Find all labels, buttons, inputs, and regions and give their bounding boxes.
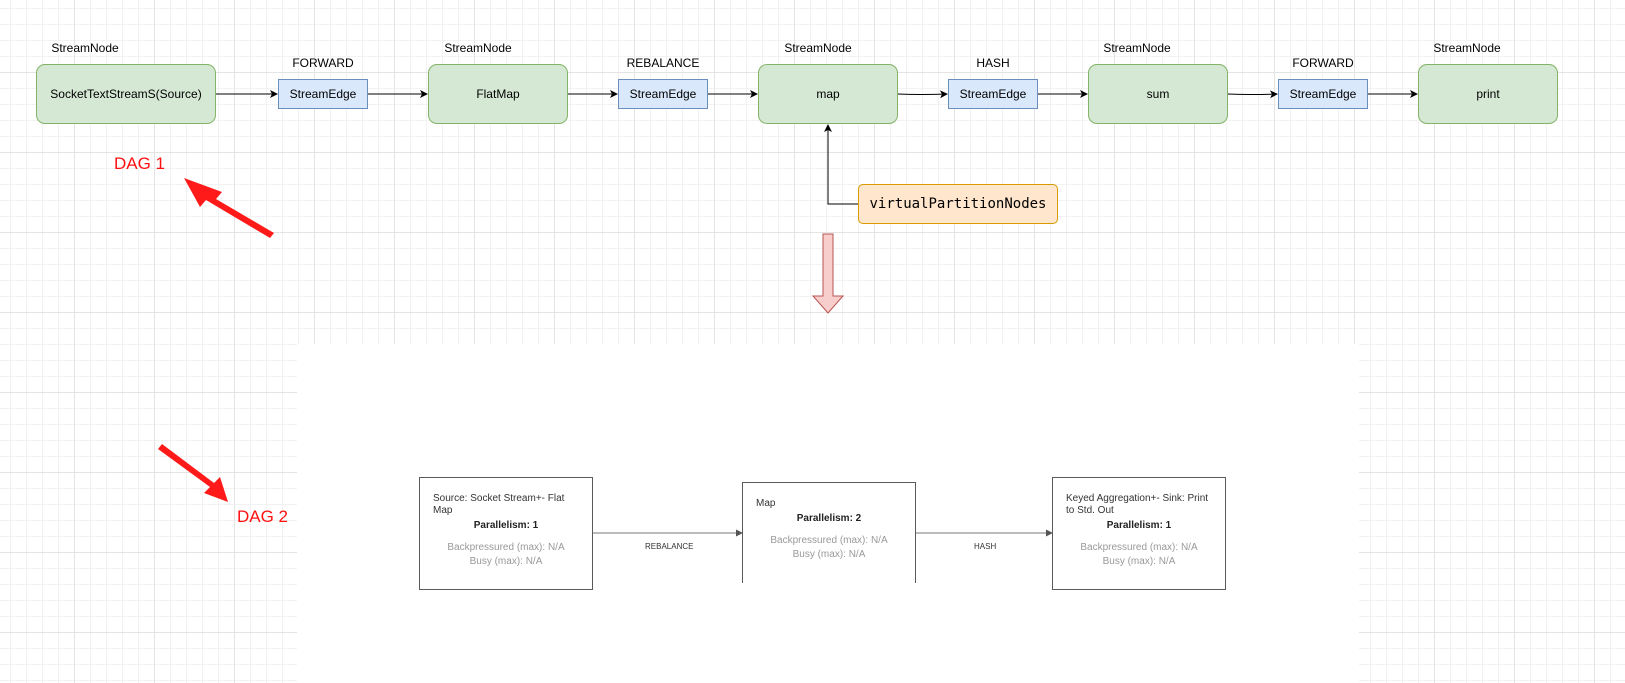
job-vertex-busy: Busy (max): N/A <box>469 556 543 567</box>
node-type-label: StreamNode <box>444 41 512 55</box>
red-pointer-arrow-icon <box>184 178 274 238</box>
stream-node-source[interactable]: SocketTextStreamS(Source) <box>36 64 216 124</box>
connector-arrow <box>824 124 858 205</box>
job-vertex-title: Source: Socket Stream+- Flat Map <box>433 493 565 516</box>
down-arrow-icon <box>811 233 845 314</box>
stream-edge-forward[interactable]: StreamEdge <box>278 79 368 109</box>
stream-node-sum[interactable]: sum <box>1088 64 1228 124</box>
red-pointer-arrow-icon <box>158 444 228 502</box>
job-connection-label: REBALANCE <box>645 542 694 551</box>
node-type-label: StreamNode <box>1103 41 1171 55</box>
node-type-label: StreamNode <box>784 41 852 55</box>
job-vertex-backpressured: Backpressured (max): N/A <box>770 535 888 546</box>
connector-arrow <box>897 90 948 99</box>
stream-node-print[interactable]: print <box>1418 64 1558 124</box>
job-vertex-parallelism: Parallelism: 2 <box>796 513 862 524</box>
job-vertex-backpressured: Backpressured (max): N/A <box>1080 542 1198 553</box>
edge-partitioner-label: REBALANCE <box>626 56 700 70</box>
job-vertex-parallelism: Parallelism: 1 <box>473 520 539 531</box>
job-vertex-title: Map <box>756 498 776 509</box>
virtual-partition-nodes-box[interactable]: virtualPartitionNodes <box>858 184 1058 224</box>
job-vertex-keyed-aggregation-sink[interactable]: Keyed Aggregation+- Sink: Print to Std. … <box>1052 477 1226 590</box>
node-type-label: StreamNode <box>51 41 119 55</box>
job-vertex-map[interactable]: Map Parallelism: 2 Backpressured (max): … <box>742 482 916 583</box>
job-vertex-parallelism: Parallelism: 1 <box>1106 520 1172 531</box>
dag2-label: DAG 2 <box>237 507 289 526</box>
job-vertex-busy: Busy (max): N/A <box>792 549 866 560</box>
stream-node-map[interactable]: map <box>758 64 898 124</box>
edge-partitioner-label: FORWARD <box>1292 56 1354 70</box>
edge-partitioner-label: HASH <box>976 56 1010 70</box>
node-type-label: StreamNode <box>1433 41 1501 55</box>
job-vertex-title: Keyed Aggregation+- Sink: Print to Std. … <box>1066 493 1209 516</box>
stream-edge-hash[interactable]: StreamEdge <box>948 79 1038 109</box>
job-vertex-backpressured: Backpressured (max): N/A <box>447 542 565 553</box>
job-vertex-source-flatmap[interactable]: Source: Socket Stream+- Flat Map Paralle… <box>419 477 593 590</box>
job-vertex-busy: Busy (max): N/A <box>1102 556 1176 567</box>
dag1-label: DAG 1 <box>114 154 166 173</box>
stream-edge-forward-2[interactable]: StreamEdge <box>1278 79 1368 109</box>
job-connection-label: HASH <box>974 542 997 551</box>
stream-node-flatmap[interactable]: FlatMap <box>428 64 568 124</box>
edge-partitioner-label: FORWARD <box>292 56 354 70</box>
dag2-job-graph-panel: Source: Socket Stream+- Flat Map Paralle… <box>297 344 1359 683</box>
stream-edge-rebalance[interactable]: StreamEdge <box>618 79 708 109</box>
connector-arrow <box>1227 90 1278 99</box>
